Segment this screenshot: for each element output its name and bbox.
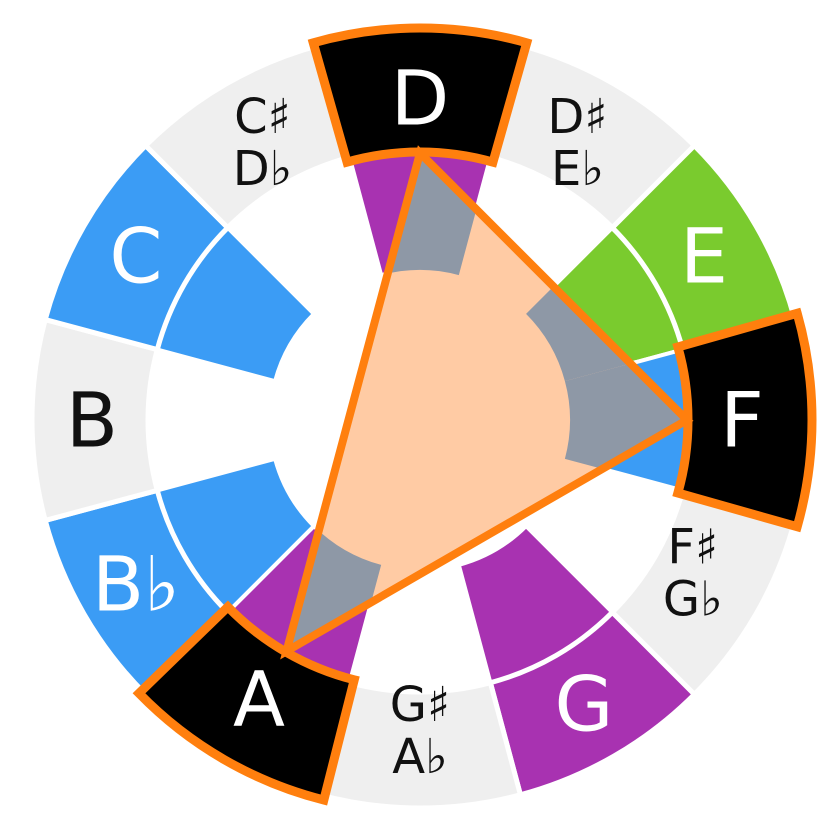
note-label-f-sharp-g-flat: F♯G♭ bbox=[663, 520, 723, 628]
note-label-g-sharp-a-flat: G♯A♭ bbox=[390, 677, 450, 785]
note-label-b: B bbox=[66, 376, 118, 465]
note-label-g: G bbox=[555, 660, 614, 749]
note-label-d: D bbox=[391, 54, 450, 143]
note-label-f: F bbox=[720, 376, 764, 465]
note-label-a: A bbox=[233, 654, 285, 743]
note-label-c: C bbox=[109, 212, 162, 301]
highlight-outline-d bbox=[307, 23, 533, 168]
note-label-e: E bbox=[680, 212, 728, 301]
highlight-outline-f bbox=[672, 307, 817, 533]
note-label-c-sharp-d-flat: C♯D♭ bbox=[233, 89, 293, 197]
chord-triangle-outline bbox=[280, 145, 694, 660]
highlight-outline-a bbox=[132, 600, 360, 806]
highlight-outlines bbox=[132, 23, 817, 806]
note-labels: D D♯E♭ EF F♯G♭ G G♯A♭ A B♭ BC C♯D♭ bbox=[66, 54, 764, 786]
note-label-b-flat: B♭ bbox=[92, 540, 180, 629]
note-label-d-sharp-e-flat: D♯E♭ bbox=[547, 89, 607, 197]
